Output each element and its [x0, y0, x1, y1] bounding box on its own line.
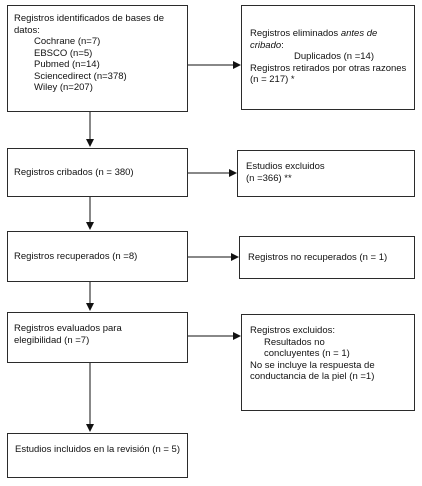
assessed-line1: Registros evaluados para — [14, 323, 122, 334]
source-ebsco: EBSCO (n=5) — [34, 47, 93, 59]
source-cochrane: Cochrane (n=7) — [34, 36, 101, 47]
screened-label: Registros cribados (n = 380) — [14, 166, 134, 178]
assessed-line2: elegibilidad (n =7) — [14, 334, 90, 346]
screened-records-box: Registros cribados (n = 380) — [7, 148, 188, 197]
not-retrieved-box: Registros no recuperados (n = 1) — [239, 236, 415, 279]
excluded-studies-count: (n =366) ** — [246, 172, 292, 184]
assessed-records-box: Registros evaluados para elegibilidad (n… — [7, 312, 188, 363]
source-sciencedirect: Sciencedirect (n=378) — [34, 70, 127, 82]
removed-title: Registros eliminados antes de cribado: — [250, 28, 378, 51]
not-retrieved-label: Registros no recuperados (n = 1) — [248, 251, 388, 263]
source-wiley: Wiley (n=207) — [34, 82, 93, 93]
excluded-reason-no-conductance: No se incluye la respuesta de conductanc… — [250, 359, 375, 383]
source-pubmed: Pubmed (n=14) — [34, 59, 100, 70]
excluded-studies-title: Estudios excluidos — [246, 161, 325, 172]
identified-title: Registros identificados de bases de dato… — [14, 13, 164, 36]
excluded-records-title: Registros excluidos: — [250, 325, 336, 336]
excluded-records-box: Registros excluidos: Resultados no concl… — [241, 314, 415, 411]
removed-other-reasons: Registros retirados por otras razones (n… — [250, 62, 407, 86]
removed-duplicates: Duplicados (n =14) — [294, 51, 375, 62]
removed-records-box: Registros eliminados antes de cribado: D… — [241, 5, 415, 110]
retrieved-label: Registros recuperados (n =8) — [14, 250, 138, 262]
included-studies-box: Estudios incluidos en la revisión (n = 5… — [7, 433, 188, 478]
included-label: Estudios incluidos en la revisión (n = 5… — [14, 444, 181, 455]
retrieved-records-box: Registros recuperados (n =8) — [7, 231, 188, 282]
excluded-reason-inconclusive: Resultados no concluyentes (n = 1) — [264, 336, 350, 360]
identified-records-box: Registros identificados de bases de dato… — [7, 5, 188, 112]
excluded-studies-box: Estudios excluidos (n =366) ** — [237, 150, 415, 197]
